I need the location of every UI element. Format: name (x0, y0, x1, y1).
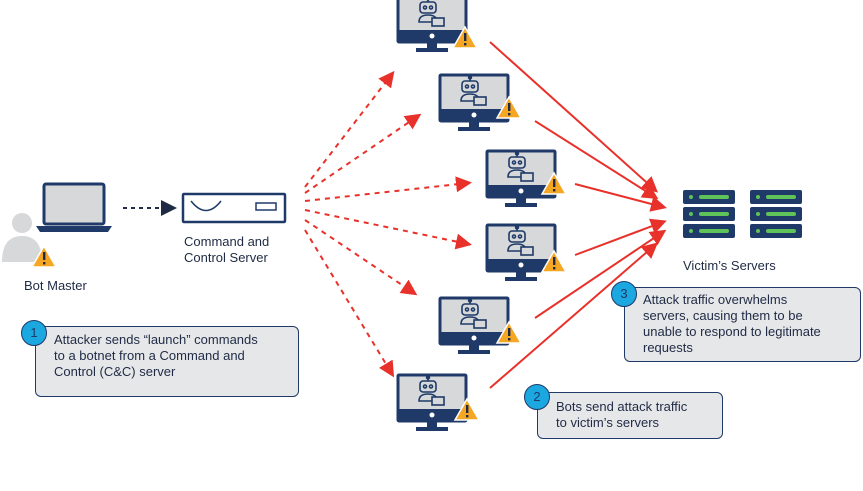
step-3-line-1: Attack traffic overwhelms (643, 292, 788, 307)
bot-4 (485, 223, 567, 283)
step-2-badge: 2 (524, 384, 550, 410)
cnc-label-line-1: Command and (184, 234, 270, 249)
step-3-line-4: requests (643, 340, 693, 355)
step-2-callout: Bots send attack traffic to victim’s ser… (537, 392, 723, 439)
command-dispatch-arrows (304, 70, 472, 378)
step-3-badge: 3 (611, 281, 637, 307)
cnc-server-icon (181, 192, 287, 224)
robot-monitor-icon (438, 73, 510, 133)
step-3-callout: Attack traffic overwhelms servers, causi… (624, 287, 861, 362)
bot-6 (396, 373, 480, 433)
bot-master-label: Bot Master (24, 278, 87, 293)
bot-1 (396, 0, 478, 54)
bot-3 (485, 149, 567, 209)
step-1-badge: 1 (21, 320, 47, 346)
step-1-line-1: Attacker sends “launch” commands (54, 332, 258, 347)
step-2-line-1: Bots send attack traffic (556, 399, 688, 414)
robot-monitor-icon (438, 296, 510, 356)
laptop-icon (36, 182, 112, 232)
server-rack-icon (683, 190, 735, 238)
step-1-line-3: Control (C&C) server (54, 364, 176, 379)
victims-label: Victim’s Servers (683, 258, 776, 273)
cnc-server-label: Command and Control Server (184, 234, 269, 266)
cnc-label-line-2: Control Server (184, 250, 268, 265)
robot-monitor-icon (396, 373, 468, 433)
step-2-line-2: to victim’s servers (556, 415, 660, 430)
robot-monitor-icon (485, 149, 557, 209)
step-3-line-3: unable to respond to legitimate (643, 324, 821, 339)
step-3-line-2: servers, causing them to be (643, 308, 803, 323)
attack-traffic-arrows (489, 41, 667, 389)
bot-2 (438, 73, 522, 133)
bot-5 (438, 296, 522, 356)
step-1-callout: Attacker sends “launch” commands to a bo… (35, 326, 299, 397)
server-rack-icon (750, 190, 802, 238)
person-icon (2, 213, 42, 262)
step-1-line-2: to a botnet from a Command and (54, 348, 245, 363)
